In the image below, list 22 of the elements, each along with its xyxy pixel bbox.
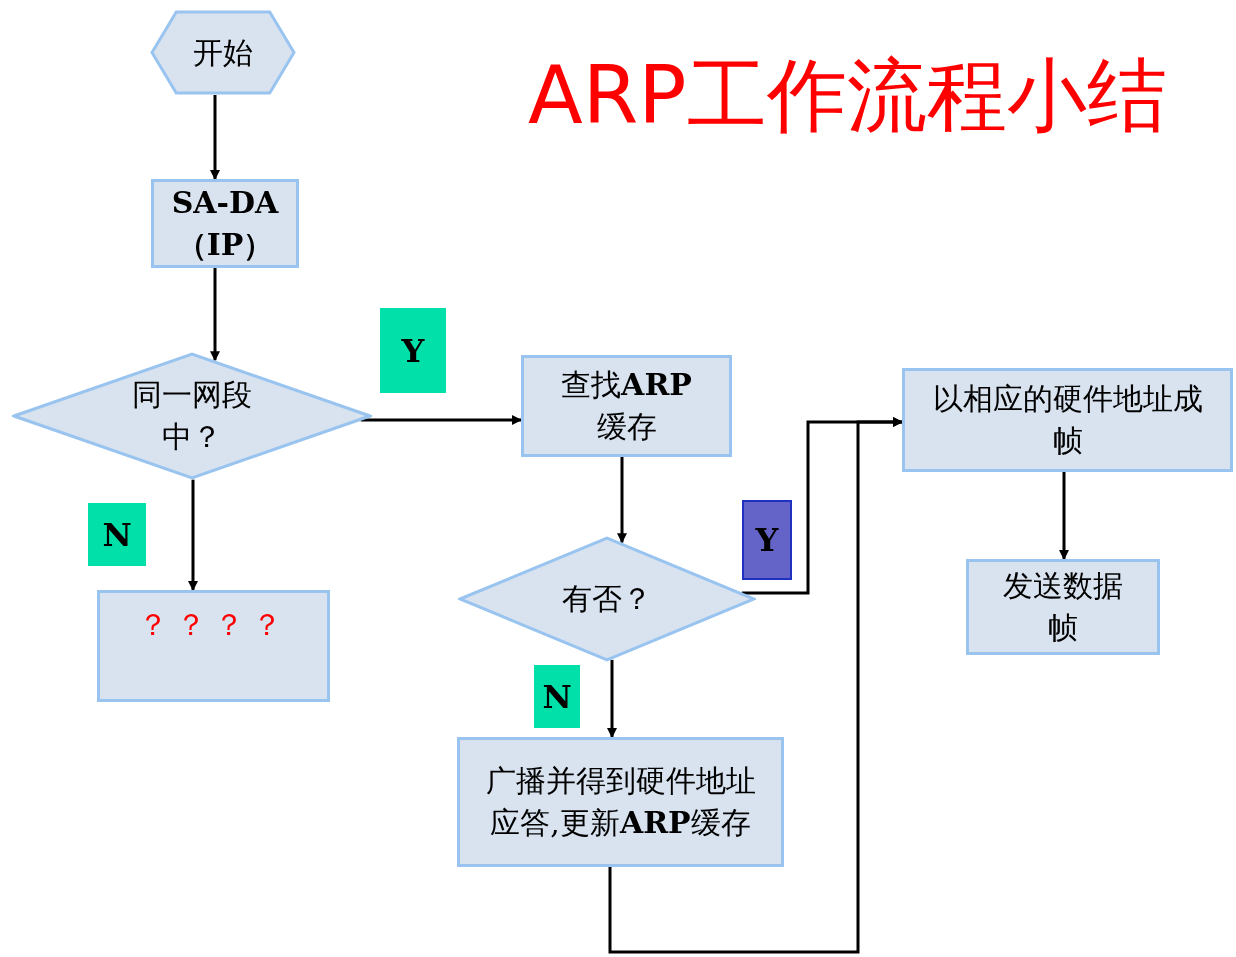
process-box: 查找ARP缓存 [521,355,732,457]
process-box: SA-DA （IP） [151,179,299,268]
process-box: 广播并得到硬件地址应答,更新ARP缓存 [457,737,784,867]
arrow [360,415,522,425]
edge-label: Y [742,500,792,580]
arrow [607,659,617,738]
process-box: 发送数据帧 [966,559,1160,655]
decision-diamond: 同一网段中？ [12,352,372,480]
decision-diamond: 有否？ [458,536,756,662]
edge-label: Y [380,308,446,393]
process-box: ？？？？ [97,590,330,702]
title: ARP工作流程小结 [528,48,1167,144]
edge-label: N [534,665,580,728]
arrow [617,457,627,544]
arrow [210,95,220,180]
arrow [188,479,198,591]
edge-label: N [88,503,146,566]
arrow [1059,472,1069,560]
process-box: 以相应的硬件地址成帧 [902,368,1233,472]
arrow [210,268,220,362]
start-hexagon: 开始 [150,10,296,95]
arrow [608,417,903,954]
